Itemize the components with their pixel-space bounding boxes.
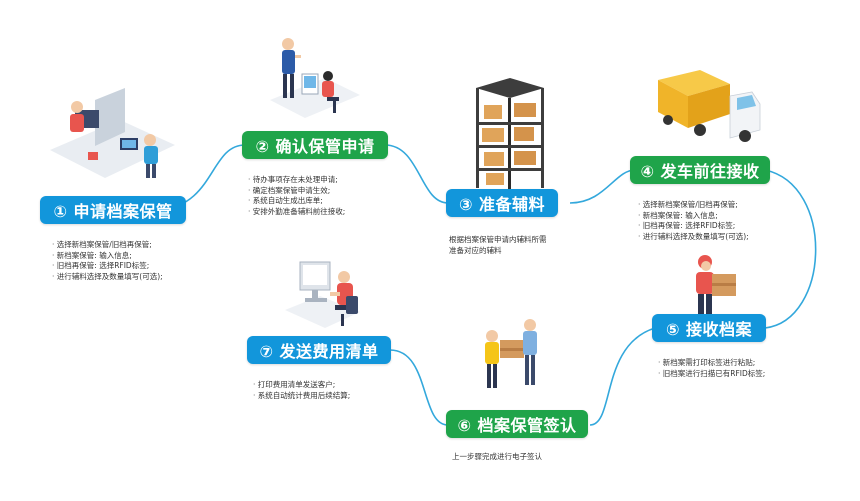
step-5-notes: 新档案需打印标签进行粘贴; 旧档案进行扫描已有RFID标签;	[658, 358, 766, 380]
note-line: 新档案保管: 输入信息;	[638, 211, 749, 222]
step-5-title: ⑤ 接收档案	[652, 314, 766, 342]
note-line: 旧档案进行扫描已有RFID标签;	[658, 369, 766, 380]
step-6-notes: 上一步骤完成进行电子签认	[452, 452, 542, 463]
step-1-title: ① 申请档案保管	[40, 196, 186, 224]
note-line: 打印费用清单发送客户;	[253, 380, 350, 391]
note-line: 待办事项存在未处理申请;	[248, 175, 345, 186]
note-line: 旧档再保管: 选择RFID标签;	[52, 261, 163, 272]
step-4-notes: 选择新档案保管/旧档再保管; 新档案保管: 输入信息; 旧档再保管: 选择RFI…	[638, 200, 749, 242]
courier-box-icon	[696, 255, 736, 314]
note-line: 根据档案保管申请内辅料所需	[449, 235, 547, 244]
step-3-title: ③ 准备辅料	[446, 189, 558, 217]
storage-shelf-icon	[476, 78, 544, 190]
step-7-title: ⑦ 发送费用清单	[247, 336, 391, 364]
note-line: 新档案保管: 输入信息;	[52, 251, 163, 262]
note-line: 系统自动生成出库单;	[248, 196, 345, 207]
note-line: 新档案需打印标签进行粘贴;	[658, 358, 765, 369]
note-line: 上一步骤完成进行电子签认	[452, 452, 542, 461]
note-line: 系统自动统计费用后续结算;	[253, 391, 351, 402]
step-6-title: ⑥ 档案保管签认	[446, 410, 588, 438]
note-line: 确定档案保管申请生效;	[248, 186, 345, 197]
handover-people-icon	[485, 319, 537, 388]
office-workers-icon	[50, 88, 175, 178]
computer-worker-icon	[285, 261, 360, 328]
step-7-notes: 打印费用清单发送客户; 系统自动统计费用后续结算;	[253, 380, 351, 402]
step-2-notes: 待办事项存在未处理申请; 确定档案保管申请生效; 系统自动生成出库单; 安排外勤…	[248, 175, 346, 218]
manager-desk-icon	[270, 38, 360, 118]
step-2-title: ② 确认保管申请	[242, 131, 388, 159]
note-line: 选择新档案保管/旧档再保管;	[638, 200, 749, 211]
note-line: 选择新档案保管/旧档再保管;	[52, 240, 163, 251]
step-3-notes: 根据档案保管申请内辅料所需 准备对应的辅料	[449, 235, 547, 256]
step-1-notes: 选择新档案保管/旧档再保管; 新档案保管: 输入信息; 旧档再保管: 选择RFI…	[52, 240, 163, 282]
step-4-title: ④ 发车前往接收	[630, 156, 770, 184]
note-line: 旧档再保管: 选择RFID标签;	[638, 221, 749, 232]
flow-connector	[159, 144, 817, 426]
note-line: 安排外勤准备辅料前往接收;	[248, 207, 346, 218]
delivery-truck-icon	[658, 70, 761, 142]
note-line: 进行辅料选择及数量填写(可选);	[52, 272, 163, 283]
note-line: 准备对应的辅料	[449, 245, 502, 255]
note-line: 进行辅料选择及数量填写(可选);	[638, 232, 749, 243]
